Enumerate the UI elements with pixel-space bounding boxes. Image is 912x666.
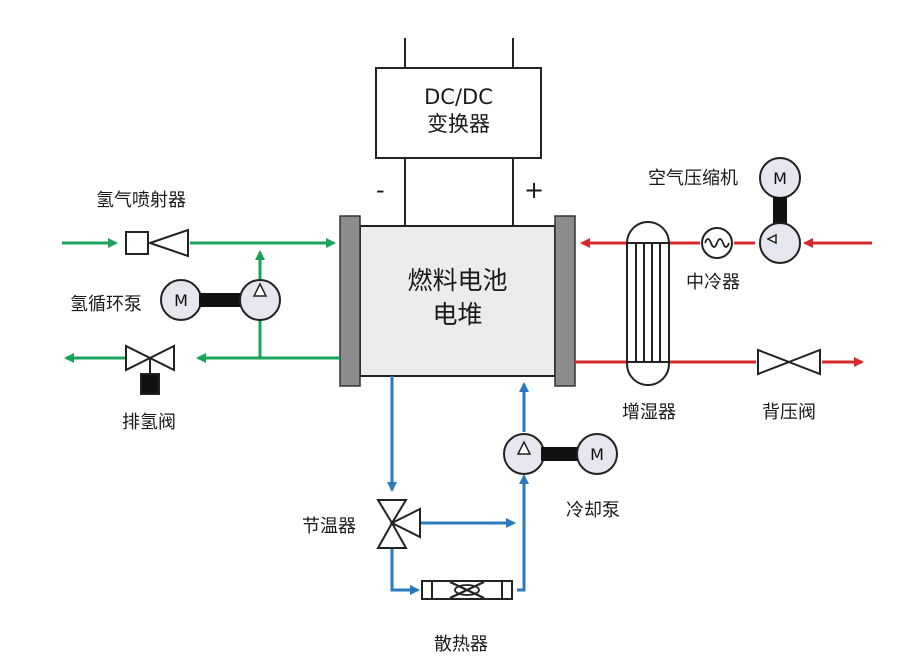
dcdc-converter xyxy=(375,38,542,226)
intercooler-label: 中冷器 xyxy=(686,272,740,293)
dcdc-title: DC/DC xyxy=(424,85,493,109)
stack-subtitle: 电堆 xyxy=(432,300,483,329)
hydrogen-recirculation-pump-symbol xyxy=(160,279,281,321)
hydrogen-ejector-symbol xyxy=(125,228,189,258)
thermostat-valve-symbol xyxy=(376,499,421,549)
hydrogen-purge-valve-symbol xyxy=(125,344,175,395)
positive-terminal: + xyxy=(524,176,545,204)
thermostat-label: 节温器 xyxy=(302,516,356,537)
negative-terminal: - xyxy=(376,176,385,204)
air-loop xyxy=(575,238,872,367)
dcdc-converter-label: DC/DC 变换器 xyxy=(376,84,541,138)
hydrogen-ejector-label: 氢气喷射器 xyxy=(96,190,186,211)
radiator-label: 散热器 xyxy=(434,634,488,655)
fuel-cell-stack xyxy=(339,215,576,387)
dcdc-subtitle: 变换器 xyxy=(427,112,490,136)
back-pressure-valve-label: 背压阀 xyxy=(762,402,816,423)
compressor-motor-letter: M xyxy=(773,169,787,188)
cathode-endplate xyxy=(554,215,576,387)
anode-endplate xyxy=(339,215,361,387)
stack-title: 燃料电池 xyxy=(407,266,508,295)
coolant-loop xyxy=(387,376,529,595)
hydrogen-purge-valve-label: 排氢阀 xyxy=(122,412,176,433)
coolant-pump-motor-letter: M xyxy=(590,445,604,464)
fuel-cell-stack-label: 燃料电池 电堆 xyxy=(360,264,555,332)
h2-pump-motor-letter: M xyxy=(174,291,188,310)
coolant-pump-label: 冷却泵 xyxy=(566,500,620,521)
air-compressor-symbol xyxy=(759,157,801,264)
radiator-symbol xyxy=(421,580,513,600)
back-pressure-valve-symbol xyxy=(757,348,821,376)
humidifier-label: 增湿器 xyxy=(622,402,676,423)
air-compressor-label: 空气压缩机 xyxy=(648,168,738,189)
humidifier-symbol xyxy=(626,221,670,386)
intercooler-symbol xyxy=(701,227,733,259)
hydrogen-recirculation-pump-label: 氢循环泵 xyxy=(70,294,142,315)
coolant-pump-symbol xyxy=(503,433,618,475)
